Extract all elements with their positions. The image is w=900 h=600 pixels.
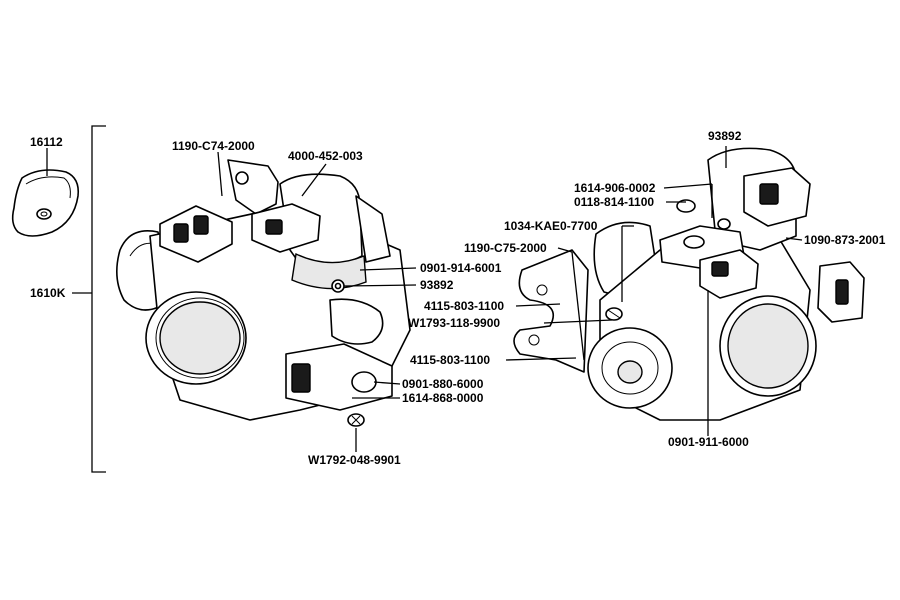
label-1090-873-2001: 1090-873-2001	[804, 233, 886, 247]
label-93892-left: 93892	[420, 278, 454, 292]
label-0118-814-1100: 0118-814-1100	[574, 195, 654, 209]
label-0901-911-6000: 0901-911-6000	[668, 435, 749, 449]
label-1614-906-0002: 1614-906-0002	[574, 181, 656, 195]
label-1610k: 1610K	[30, 286, 66, 300]
label-93892-right: 93892	[708, 129, 742, 143]
label-0901-914-6001: 0901-914-6001	[420, 261, 502, 275]
label-1190-c74-2000: 1190-C74-2000	[172, 139, 255, 153]
label-4115-803-1100-upper: 4115-803-1100	[424, 299, 504, 313]
label-4000-452-003: 4000-452-003	[288, 149, 363, 163]
label-w1792-048-9901: W1792-048-9901	[308, 453, 401, 467]
label-w1793-118-9900: W1793-118-9900	[408, 316, 500, 330]
label-0901-880-6000: 0901-880-6000	[402, 377, 484, 391]
gasket-drawing	[11, 169, 80, 237]
right-throttle-body-drawing	[513, 147, 865, 421]
label-1614-868-0000: 1614-868-0000	[402, 391, 484, 405]
label-16112: 16112	[30, 135, 63, 149]
label-1034-kae0-7700: 1034-KAE0-7700	[504, 219, 598, 233]
left-throttle-body-drawing	[116, 159, 411, 427]
label-1190-c75-2000: 1190-C75-2000	[464, 241, 547, 255]
label-4115-803-1100-lower: 4115-803-1100	[410, 353, 490, 367]
